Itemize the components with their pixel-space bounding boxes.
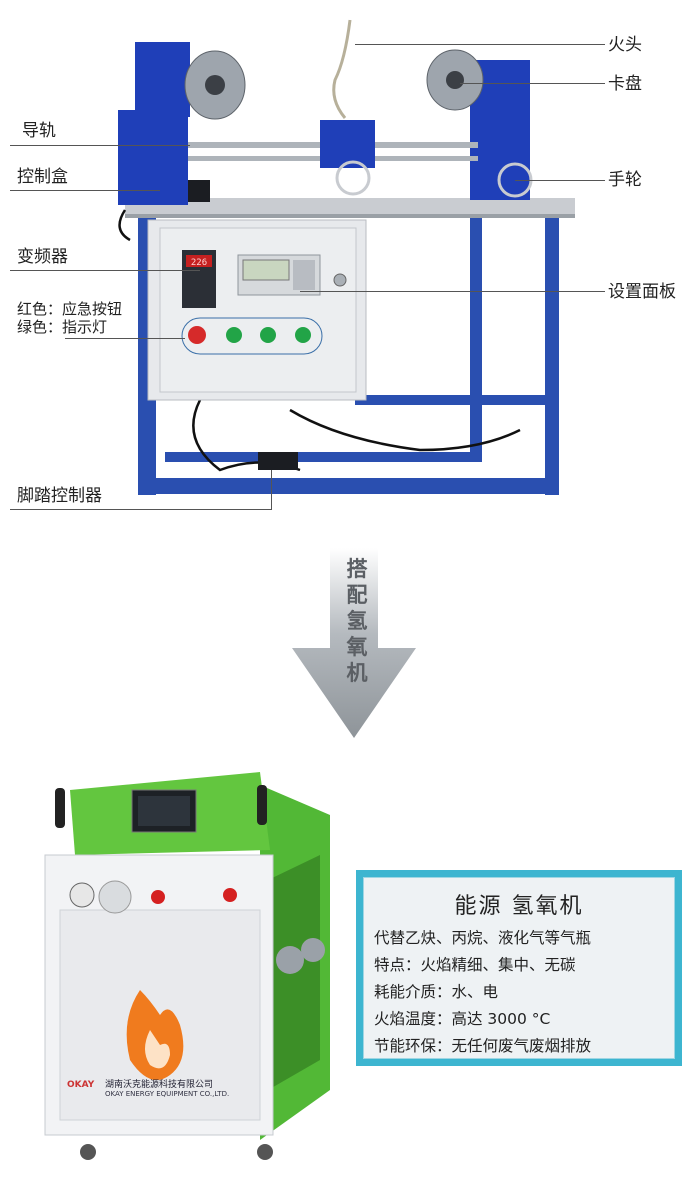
down-arrow-icon [292, 548, 416, 738]
label-settings-panel: 设置面板 [608, 282, 676, 302]
leader-settings-panel [300, 291, 605, 292]
info-row: 耗能介质：水、电 [374, 983, 499, 1001]
generator-company-cn: 湖南沃克能源科技有限公司 [105, 1080, 214, 1090]
leader-inverter [10, 270, 200, 271]
leader-chuck [460, 83, 605, 84]
label-foot-controller: 脚踏控制器 [17, 486, 102, 506]
info-row: 节能环保：无任何废气废烟排放 [374, 1037, 592, 1055]
info-row: 特点：火焰精细、集中、无碳 [374, 956, 576, 974]
label-rail: 导轨 [22, 121, 56, 141]
label-red-note: 红色：应急按钮 [17, 300, 123, 318]
hho-generator-illustration [44, 772, 330, 1160]
generator-company-en: OKAY ENERGY EQUIPMENT CO.,LTD. [105, 1090, 230, 1098]
info-box-inner: 能源 氢氧机 代替乙炔、丙烷、液化气等气瓶 特点：火焰精细、集中、无碳 耗能介质… [363, 877, 675, 1059]
info-row: 火焰温度：高达 3000 °C [374, 1010, 551, 1028]
leader-foot-vertical [271, 470, 272, 510]
leader-foot-controller [10, 509, 272, 510]
leader-control-box [10, 190, 160, 191]
leader-buttons [65, 338, 185, 339]
svg-text:226: 226 [191, 258, 207, 268]
welding-machine-illustration: 226 [118, 19, 575, 495]
info-title: 能源 氢氧机 [454, 894, 584, 919]
label-green-note: 绿色：指示灯 [17, 318, 108, 336]
label-inverter: 变频器 [17, 247, 68, 267]
label-control-box: 控制盒 [17, 167, 68, 187]
label-handwheel: 手轮 [608, 170, 642, 190]
leader-torch [355, 44, 605, 45]
info-row: 代替乙炔、丙烷、液化气等气瓶 [374, 929, 592, 947]
leader-handwheel [515, 180, 605, 181]
arrow-caption: 搭配氢氧机 [346, 557, 368, 685]
label-torch: 火头 [608, 35, 642, 55]
label-chuck: 卡盘 [608, 74, 642, 94]
leader-rail [10, 145, 190, 146]
info-box: 能源 氢氧机 代替乙炔、丙烷、液化气等气瓶 特点：火焰精细、集中、无碳 耗能介质… [356, 870, 682, 1066]
generator-brand-mark: OKAY [67, 1080, 95, 1090]
